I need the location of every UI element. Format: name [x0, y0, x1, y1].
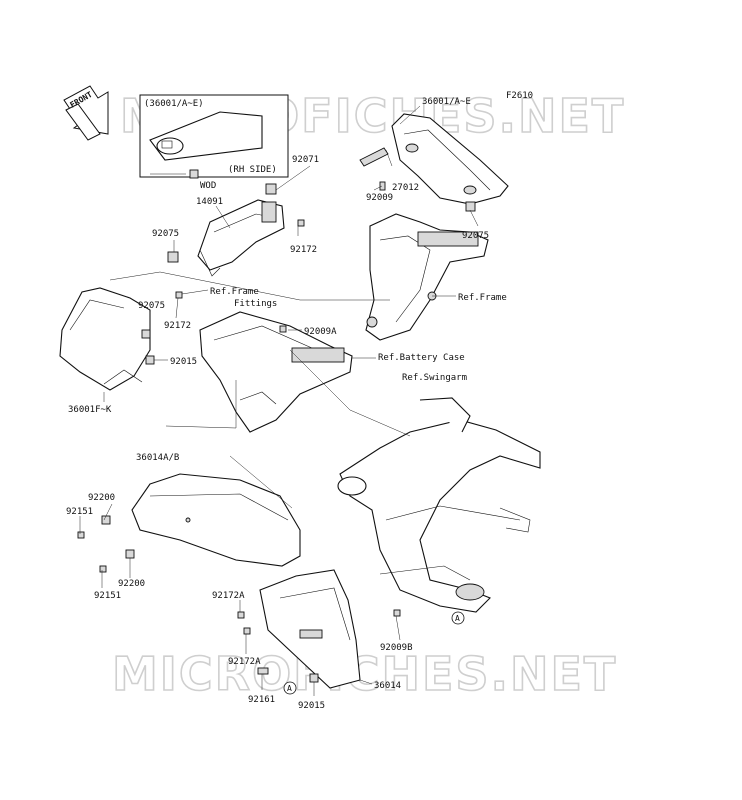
reference-marker-a: A — [451, 611, 465, 625]
washer-icon — [101, 515, 111, 525]
callout-27012: 27012 — [392, 183, 419, 193]
washer-icon — [125, 549, 135, 559]
bolt-icon — [99, 565, 107, 573]
callout-92075-right: 92075 — [462, 231, 489, 241]
part-labels: 36001/A~E 92071 27012 92009 92075 WOD 14… — [66, 97, 507, 711]
fasteners — [77, 147, 476, 683]
callout-36001f-k: 36001F~K — [68, 405, 112, 415]
callout-92151-lower: 92151 — [94, 591, 121, 601]
grommet-icon — [145, 355, 155, 365]
callout-92200-upper: 92200 — [88, 493, 115, 503]
diagram-code: F2610 — [506, 91, 533, 101]
bolt-icon — [77, 531, 85, 539]
svg-text:A: A — [455, 614, 460, 623]
callout-36014: 36014 — [374, 681, 401, 691]
bolt-icon — [379, 181, 386, 191]
rh-side-inset: (36001/A~E) (RH SIDE) — [139, 94, 289, 178]
callout-92172-lower: 92172 — [164, 321, 191, 331]
chain-guard — [131, 473, 301, 567]
clip-icon — [257, 667, 269, 675]
bolt-icon — [175, 291, 183, 299]
callout-92009b: 92009B — [380, 643, 413, 653]
ref-frame-fittings-line2: Fittings — [234, 299, 277, 309]
leader-lines — [79, 105, 479, 696]
side-cover-right — [391, 113, 509, 205]
callout-92071: 92071 — [292, 155, 319, 165]
battery-case-cover — [199, 311, 353, 433]
grommet-icon — [265, 183, 277, 195]
side-cover-left — [59, 287, 151, 391]
watermark-bottom: MICROFICHES.NET — [112, 647, 617, 701]
grommet-icon — [141, 329, 151, 339]
pin-icon — [359, 147, 389, 167]
svg-text:A: A — [287, 684, 292, 693]
callout-92172a-upper: 92172A — [212, 591, 245, 601]
ref-frame-fittings-line1: Ref.Frame — [210, 287, 259, 297]
bolt-icon — [279, 325, 287, 333]
callout-14091: 14091 — [196, 197, 223, 207]
bolt-icon — [297, 219, 305, 227]
ref-swingarm: Ref.Swingarm — [402, 373, 467, 383]
bolt-icon — [189, 169, 199, 179]
reference-marker-a: A — [283, 681, 297, 695]
callout-36001-a-e: 36001/A~E — [422, 97, 471, 107]
callout-92015-lower: 92015 — [298, 701, 325, 711]
grommet-icon — [465, 201, 476, 212]
inset-part-label: (36001/A~E) — [144, 99, 204, 109]
callout-36014a-b: 36014A/B — [136, 453, 179, 463]
bolt-icon — [393, 609, 401, 617]
ref-frame: Ref.Frame — [458, 293, 507, 303]
collar-icon — [309, 673, 319, 683]
callout-92151-upper: 92151 — [66, 507, 93, 517]
bracket-14091 — [197, 199, 285, 277]
ref-battery-case: Ref.Battery Case — [378, 353, 465, 363]
frame-section — [365, 213, 489, 341]
callout-92200-lower: 92200 — [118, 579, 145, 589]
callout-92009a: 92009A — [304, 327, 337, 337]
callout-92009: 92009 — [366, 193, 393, 203]
bolt-icon — [243, 627, 251, 635]
inset-note: (RH SIDE) — [228, 165, 277, 175]
callout-92172a-lower: 92172A — [228, 657, 261, 667]
grommet-icon — [167, 251, 179, 263]
callout-92075-upper: 92075 — [152, 229, 179, 239]
bolt-icon — [237, 611, 245, 619]
swingarm — [337, 397, 541, 613]
callout-92172-upper: 92172 — [290, 245, 317, 255]
front-arrow-icon: FRONT — [63, 85, 109, 141]
callout-92015-upper: 92015 — [170, 357, 197, 367]
lower-cover-36014 — [259, 569, 361, 689]
callout-92075-lower: 92075 — [138, 301, 165, 311]
callout-wod: WOD — [200, 181, 216, 191]
callout-92161: 92161 — [248, 695, 275, 705]
